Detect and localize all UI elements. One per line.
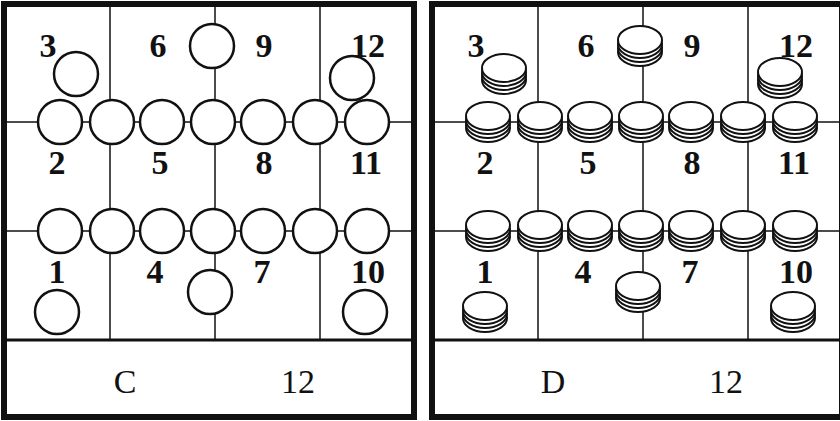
- coin: [293, 209, 337, 253]
- coin-stack: [466, 211, 510, 239]
- cell-number: 10: [779, 255, 813, 289]
- cell-number: 4: [147, 255, 164, 289]
- coin: [345, 209, 389, 253]
- coin: [293, 100, 337, 144]
- cell-number: 6: [150, 29, 167, 63]
- coin-stack: [568, 102, 612, 130]
- coin-stack: [721, 102, 765, 130]
- coin: [190, 24, 234, 68]
- coin-stack: [518, 102, 562, 130]
- footer-rule: [432, 339, 840, 342]
- coin: [191, 100, 235, 144]
- coin: [35, 290, 79, 334]
- cell-number: 1: [49, 255, 66, 289]
- coin-stack: [568, 211, 612, 239]
- panel-caption: C: [114, 365, 137, 399]
- coin: [345, 100, 389, 144]
- cell-number: 12: [351, 29, 385, 63]
- coin-stack: [669, 102, 713, 130]
- cell-number: 5: [580, 146, 597, 180]
- coin-stack: [771, 292, 815, 320]
- cell-number: 5: [152, 146, 169, 180]
- cell-number: 3: [468, 29, 485, 63]
- coin-stack: [619, 211, 663, 239]
- coin: [191, 209, 235, 253]
- coin-stack: [616, 272, 660, 300]
- panel-caption: D: [541, 365, 566, 399]
- cell-number: 4: [575, 255, 592, 289]
- cell-number: 8: [684, 146, 701, 180]
- coin-stack: [773, 102, 817, 130]
- cell-number: 10: [351, 255, 385, 289]
- coin: [90, 209, 134, 253]
- cell-number: 1: [477, 255, 494, 289]
- coin: [188, 270, 232, 314]
- coin: [140, 209, 184, 253]
- grid-line: [109, 4, 111, 340]
- cell-number: 9: [256, 29, 273, 63]
- panel-caption: 12: [709, 365, 743, 399]
- coin: [38, 209, 82, 253]
- cell-number: 2: [49, 146, 66, 180]
- coin-stack: [466, 102, 510, 130]
- coin-stack: [482, 54, 526, 82]
- cell-number: 9: [684, 29, 701, 63]
- cell-number: 12: [779, 29, 813, 63]
- coin-stack: [518, 211, 562, 239]
- cell-number: 11: [350, 146, 382, 180]
- grid-line: [537, 4, 539, 340]
- panel-frame: [4, 4, 414, 417]
- coin-stack: [618, 26, 662, 54]
- coin: [38, 100, 82, 144]
- grid-line: [319, 4, 321, 340]
- coin-stack: [773, 211, 817, 239]
- panel-caption: 12: [281, 365, 315, 399]
- cell-number: 6: [578, 29, 595, 63]
- cell-number: 3: [40, 29, 57, 63]
- coin: [90, 100, 134, 144]
- cell-number: 7: [254, 255, 271, 289]
- coin: [54, 52, 98, 96]
- cell-number: 11: [778, 146, 810, 180]
- coin-stack: [619, 102, 663, 130]
- coin: [241, 209, 285, 253]
- grid-line: [747, 4, 749, 340]
- panel-frame: [432, 4, 840, 417]
- coin: [241, 100, 285, 144]
- coin: [140, 100, 184, 144]
- coin: [343, 290, 387, 334]
- coin-stack: [721, 211, 765, 239]
- coin-stack: [669, 211, 713, 239]
- cell-number: 2: [477, 146, 494, 180]
- cell-number: 8: [256, 146, 273, 180]
- coin-stack: [463, 292, 507, 320]
- cell-number: 7: [682, 255, 699, 289]
- footer-rule: [4, 339, 414, 342]
